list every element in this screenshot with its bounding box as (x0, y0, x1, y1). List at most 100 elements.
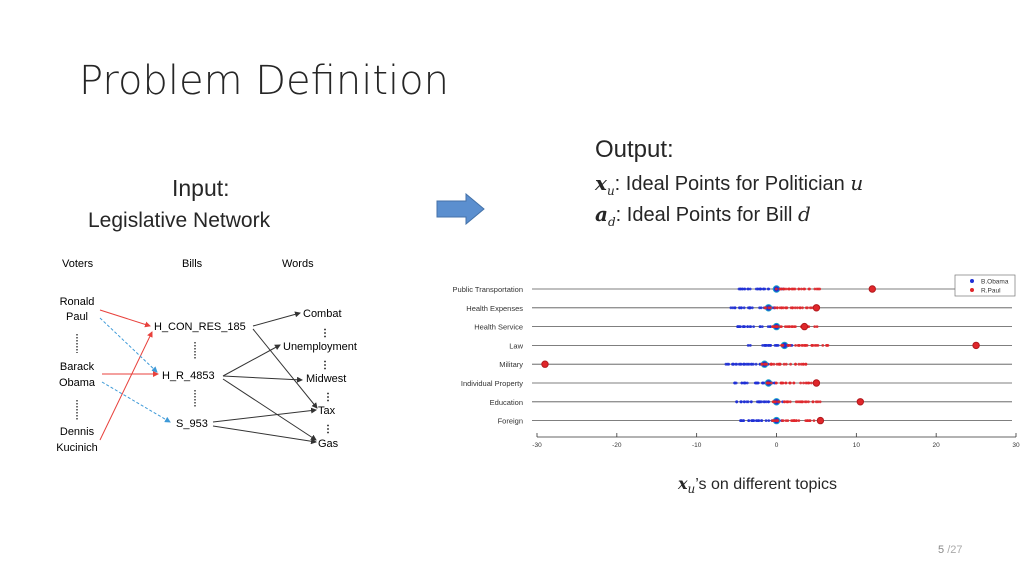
data-point (816, 400, 820, 404)
input-label: Input: (172, 175, 230, 201)
legend-marker (970, 288, 974, 292)
data-point (795, 306, 799, 310)
data-point (747, 419, 751, 422)
data-point (810, 306, 814, 310)
data-point (774, 381, 778, 385)
data-point (804, 400, 808, 404)
data-point (746, 344, 750, 347)
data-point (811, 344, 815, 347)
data-point (784, 362, 788, 366)
bill-3: S_953 (176, 418, 208, 430)
data-point (756, 287, 760, 291)
data-point (776, 400, 780, 404)
data-point (797, 362, 801, 366)
data-point (818, 287, 822, 291)
topic-label: Individual Property (461, 379, 523, 388)
paul-point (972, 341, 980, 350)
data-point (779, 381, 783, 385)
data-point (752, 325, 756, 328)
data-point (801, 306, 804, 310)
data-point (778, 287, 782, 291)
data-point (754, 381, 758, 385)
legend-box (954, 274, 1016, 297)
data-point (786, 419, 790, 422)
data-point (806, 306, 809, 310)
data-point (807, 400, 810, 404)
data-point (801, 344, 805, 347)
x-tick-label: 30 (1012, 442, 1020, 449)
word-2: Unemployment (283, 341, 357, 353)
topic-label: Education (490, 398, 523, 407)
data-point (797, 287, 801, 291)
data-point (750, 419, 753, 422)
data-point (780, 306, 784, 310)
data-point (816, 344, 820, 347)
voter-kucinich: Kucinich (56, 442, 98, 454)
data-point (784, 381, 788, 385)
x-tick-label: 20 (933, 442, 941, 449)
data-point (743, 400, 746, 404)
data-point (789, 362, 793, 366)
right-arrow-icon (436, 193, 485, 225)
voter-obama: Obama (59, 377, 96, 389)
data-point (807, 287, 811, 291)
paul-point (541, 360, 549, 368)
data-point (793, 287, 797, 291)
data-point (773, 344, 777, 347)
data-point (760, 325, 764, 328)
topic-label: Health Expenses (466, 304, 523, 313)
data-point (793, 306, 797, 310)
output-line-bill: ad: Ideal Points for Bill d (595, 202, 811, 229)
data-point (803, 344, 807, 347)
data-point (767, 287, 771, 291)
data-point (773, 400, 777, 404)
output-label: Output: (595, 136, 674, 163)
data-point (771, 419, 775, 422)
slide-title: Problem Definition (79, 58, 449, 104)
legislative-network-diagram: Voters Bills Words Ronald Paul Barack Ob… (56, 258, 357, 454)
data-point (769, 362, 773, 366)
data-point (733, 306, 737, 310)
svg-text:⋮: ⋮ (323, 424, 333, 435)
data-point (792, 381, 796, 385)
data-point (791, 306, 795, 310)
data-point (794, 419, 798, 422)
svg-text:⋮: ⋮ (320, 328, 330, 339)
voter-paul: Paul (66, 311, 88, 323)
data-point (764, 344, 768, 347)
data-point (780, 419, 784, 422)
data-point (762, 287, 765, 291)
data-point (815, 325, 819, 328)
data-point (749, 362, 753, 366)
data-point (743, 381, 747, 385)
data-point (804, 362, 808, 366)
paul-point (816, 416, 825, 425)
data-point (745, 381, 749, 385)
data-point (763, 306, 767, 310)
page-number: 5 /27 (938, 544, 963, 556)
data-point (799, 400, 803, 404)
header-bills: Bills (182, 258, 203, 270)
output-line-politician: xu: Ideal Points for Politician u (595, 171, 864, 198)
data-point (818, 400, 822, 404)
data-point (799, 381, 803, 385)
topic-label: Military (499, 360, 523, 369)
data-point (748, 287, 752, 291)
data-point (740, 287, 744, 291)
data-point (802, 381, 805, 385)
data-point (813, 325, 817, 328)
x-tick-label: -20 (612, 442, 622, 449)
data-point (778, 362, 782, 366)
data-point (794, 344, 797, 347)
data-point (769, 306, 772, 310)
data-point (805, 419, 809, 422)
data-point (737, 287, 741, 291)
data-point (796, 400, 800, 404)
svg-text:⋮: ⋮ (320, 360, 330, 371)
data-point (729, 306, 733, 310)
data-point (782, 362, 786, 366)
data-point (772, 362, 776, 366)
data-point (811, 400, 815, 404)
data-point (740, 419, 743, 422)
